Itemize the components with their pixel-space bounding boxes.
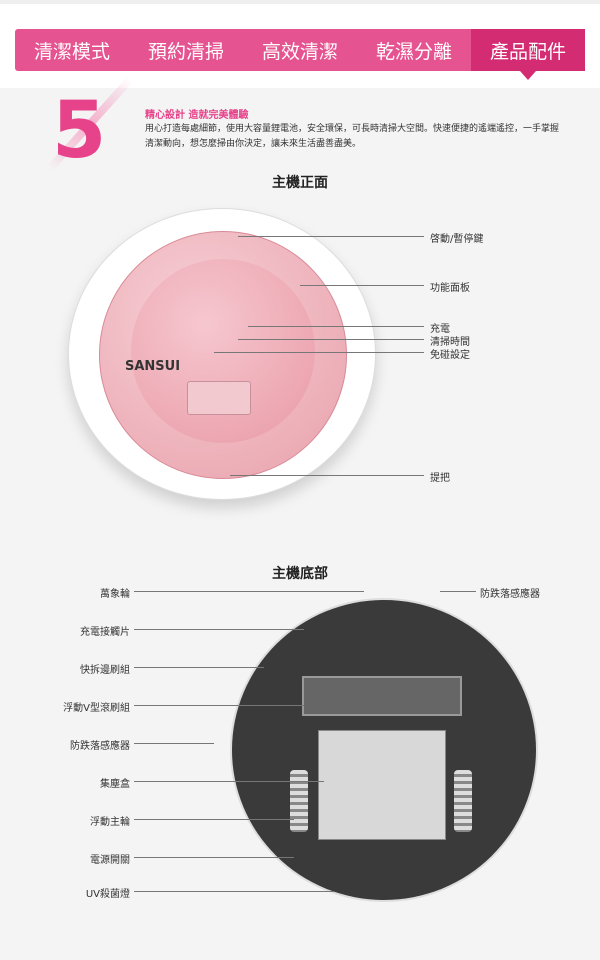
label-handle: 提把 (430, 473, 450, 484)
leader-line (248, 326, 424, 327)
tab-wet-dry[interactable]: 乾濕分離 (375, 40, 452, 63)
nav-tabs: 清潔模式 預約清掃 高效清潔 乾濕分離 產品配件 (15, 29, 585, 80)
top-bar: 清潔模式 預約清掃 高效清潔 乾濕分離 產品配件 (0, 0, 600, 88)
label-panel: 功能面板 (430, 283, 470, 294)
handle (187, 381, 251, 415)
tab-schedule[interactable]: 預約清掃 (147, 40, 224, 63)
leader-line (238, 236, 424, 237)
leader-line (134, 743, 214, 744)
tab-cleaning-mode[interactable]: 清潔模式 (33, 40, 110, 63)
dust-bin (318, 730, 446, 840)
bottom-title: 主機底部 (272, 566, 328, 582)
leader-line (134, 857, 294, 858)
label-caster: 萬象輪 (100, 589, 130, 600)
leader-line (300, 285, 424, 286)
leader-line (134, 667, 264, 668)
robot-bottom-image (232, 600, 536, 900)
feature-number: 5 (52, 86, 107, 176)
leader-line (238, 339, 424, 340)
front-title: 主機正面 (272, 175, 328, 191)
label-bump-setting: 免碰設定 (430, 350, 470, 361)
tab-efficient[interactable]: 高效清潔 (261, 40, 338, 63)
label-dust-bin: 集塵盒 (100, 779, 130, 790)
label-power-switch: 電源開關 (90, 855, 130, 866)
leader-line (134, 819, 294, 820)
feature-headline: 精心設計 造就完美體驗 (145, 110, 249, 121)
leader-line (214, 352, 424, 353)
feature-body: 用心打造每處細節，使用大容量鋰電池，安全環保，可長時清掃大空間。快速便捷的遙端遙… (145, 124, 560, 149)
label-cliff-sensor-left: 防跌落感應器 (70, 741, 130, 752)
leader-line (230, 475, 424, 476)
leader-line (134, 629, 304, 630)
leader-line (134, 781, 324, 782)
wheel (290, 770, 308, 832)
label-clean-time: 清掃時間 (430, 337, 470, 348)
leader-line (134, 591, 364, 592)
label-charge: 充電 (430, 324, 450, 335)
tab-accessories[interactable]: 產品配件 (471, 29, 585, 80)
wheel (454, 770, 472, 832)
leader-line (440, 591, 476, 592)
leader-line (134, 891, 334, 892)
label-cliff-sensor-right: 防跌落感應器 (480, 589, 540, 600)
label-uv-lamp: UV殺菌燈 (85, 889, 130, 900)
leader-line (134, 705, 304, 706)
roller-brush (302, 676, 462, 716)
label-contacts: 充電接觸片 (80, 627, 130, 638)
label-main-wheel: 浮動主輪 (90, 817, 130, 828)
label-side-brush: 快拆邊刷組 (80, 665, 130, 676)
label-start-pause: 啓動/暫停鍵 (430, 234, 484, 245)
robot-front-image: SANSUI (68, 208, 376, 500)
label-roller: 浮動V型滾刷組 (63, 703, 130, 714)
brand-logo: SANSUI (125, 359, 181, 374)
